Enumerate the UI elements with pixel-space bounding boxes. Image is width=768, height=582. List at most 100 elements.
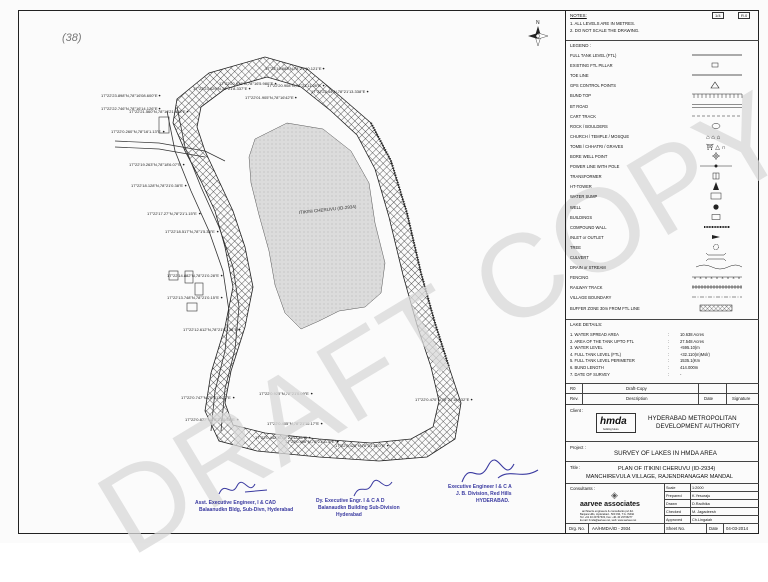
title-block-panel: NOTES: 1. ALL LEVELS ARE IN METRES. 2. D… — [565, 11, 759, 533]
project-name: SURVEY OF LAKES IN HMDA AREA — [614, 450, 717, 457]
svg-text:x: x — [738, 275, 740, 280]
road — [166, 110, 230, 432]
coordinate-label: 17°22'0.747"N,78°21'0.22"E — [181, 395, 231, 400]
legend-item: BUILDINGS — [570, 213, 755, 222]
svg-text:x: x — [700, 275, 702, 280]
signature-scribble — [353, 479, 393, 497]
coordinate-label: 17°22'19.683"N,78°21'10.121"E — [265, 66, 322, 71]
gps-point-marker — [162, 130, 165, 133]
legend-item-label: CHURCH / TEMPLE / MOSQUE — [570, 133, 630, 139]
transformer-icon — [682, 172, 752, 180]
building — [184, 270, 194, 284]
meta-value: Ch.Lingaiah — [692, 518, 713, 522]
building — [194, 282, 204, 296]
north-label: N — [536, 20, 540, 26]
legend-item-label: WELL — [570, 204, 582, 210]
gps-point-marker — [232, 396, 235, 399]
bore-well-icon — [682, 152, 752, 160]
inlet-icon — [682, 233, 752, 241]
gps-point-marker — [274, 82, 277, 85]
lake-detail-value: +595.10(m — [680, 345, 700, 351]
legend-item: BT ROAD — [570, 102, 755, 111]
lake-detail-colon: : — [668, 338, 670, 344]
legend-item-label: COMPOUND WALL — [570, 224, 607, 230]
boundary-icon — [682, 293, 752, 301]
gps-point-marker — [322, 67, 325, 70]
firm-logo-mark: ◈ — [611, 490, 618, 500]
legend-item-label: POWER LINE WITH POLE — [570, 164, 620, 170]
title-label: Title : — [570, 465, 581, 470]
legend-item-label: TOMB / CHHATRI / GRAVES — [570, 143, 624, 149]
svg-text:x: x — [694, 275, 696, 280]
legend-item: WELL — [570, 203, 755, 212]
gps-point-marker — [158, 107, 161, 110]
meta-key: Checked — [666, 510, 681, 514]
meta-key: Approved — [666, 518, 683, 522]
legend-item: BORE WELL POINT — [570, 152, 755, 161]
client-name-line1: HYDERABAD METROPOLITAN — [648, 415, 737, 422]
lake-detail-colon: : — [668, 351, 670, 357]
legend-item-label: BORE WELL POINT — [570, 154, 608, 159]
legend-item-label: BUND TOP — [570, 93, 592, 99]
legend-item: GPS CONTROL POINTS — [570, 81, 755, 90]
firm-sub: architects engineers & consultants pvt.l… — [582, 509, 634, 513]
meta-row: Approved Ch.Lingaiah — [664, 516, 759, 524]
well-icon — [682, 203, 752, 211]
rock-icon — [682, 122, 752, 130]
title-section: Title : PLAN OF ITIKINI CHERUVU (ID-2934… — [566, 462, 759, 484]
lake-detail-label: 7. DATE OF SURVEY — [570, 371, 610, 377]
coordinate-label: 17°22'0.405"N,78°21'10.17"E — [267, 421, 319, 426]
coordinate-label: 17°22'20.638"N,78°16'5.980"E — [219, 81, 274, 86]
client-section: Client : hmda building future HYDERABAD … — [566, 405, 759, 442]
double-line-icon — [682, 102, 752, 110]
coordinate-label: 17°22'0.470"N,78°21'18.032"E — [415, 397, 470, 402]
revision-ref-box: R.0 — [738, 12, 751, 19]
meta-value: 1:2000 — [692, 486, 704, 490]
notes-section: NOTES: 1. ALL LEVELS ARE IN METRES. 2. D… — [566, 11, 759, 41]
coordinate-label: 17°22'13.748"N,78°21'0.15"E — [167, 295, 219, 300]
ht-tower-icon — [682, 182, 752, 191]
sump-icon — [682, 192, 752, 200]
lake-detail-colon: : — [668, 358, 670, 364]
svg-text:x: x — [722, 275, 724, 280]
coordinate-label: 17°22'12.612"N,78°21'0.138"E — [183, 327, 238, 332]
lake-details-section: LAKE DETAILS: 1. WATER SPREAD AREA:10.63… — [566, 320, 759, 384]
legend-item-label: ROCK / BOULDERS — [570, 123, 608, 129]
note-item: 1. ALL LEVELS ARE IN METRES. — [570, 21, 636, 26]
drawing-title-line1: PLAN OF ITIKINI CHERUVU (ID-2934) — [618, 466, 716, 472]
legend-item: ROCK / BOULDERS — [570, 122, 755, 131]
gps-point-marker — [216, 230, 219, 233]
lake-detail-label: 2. AREA OF THE TANK UPTO FTL — [570, 338, 634, 344]
legend-item: TOE LINE — [570, 71, 755, 80]
legend-item: CHURCH / TEMPLE / MOSQUE⌂ ⌂ ⌂ — [570, 132, 755, 141]
signature-scribble — [218, 481, 268, 495]
power-line-icon — [682, 162, 752, 170]
lake-detail-row: 7. DATE OF SURVEY:- — [570, 372, 755, 379]
drawing-no-value: AA/HMDA/ID - 2934 — [592, 526, 631, 531]
signature-3-line1: Executive Engineer I & C A — [448, 484, 512, 490]
svg-text:x: x — [727, 275, 729, 280]
legend-item: TOMB / CHHATRI / GRAVES⛩ △ ∩ — [570, 142, 755, 151]
legend-item-label: DRAIN or STREAM — [570, 265, 606, 271]
legend-item: DRAIN or STREAM — [570, 263, 755, 272]
building — [186, 302, 198, 312]
lake-detail-row: 1. WATER SPREAD AREA:10.638 Acres — [570, 332, 755, 339]
rev-header-date: Date — [704, 396, 714, 401]
legend-item: BUFFER ZONE 30m FROM FTL LINE — [570, 304, 755, 313]
gps-point-marker — [386, 444, 389, 447]
consultants-section: Consultants : ◈ aarvee associates archit… — [566, 484, 759, 524]
gps-point-marker — [220, 274, 223, 277]
lake-detail-value: - — [680, 371, 682, 377]
signature-2-line2: Balanaudkn Building Sub-Division — [318, 505, 400, 511]
coordinate-label: 17°22'18.128"N,78°21'0.38"E — [131, 183, 183, 188]
meta-value: K.Yesuraju — [692, 494, 711, 498]
legend-item: CART TRACK — [570, 112, 755, 121]
signature-2-line3: Hyderabad — [336, 512, 362, 518]
svg-text:x: x — [705, 275, 707, 280]
